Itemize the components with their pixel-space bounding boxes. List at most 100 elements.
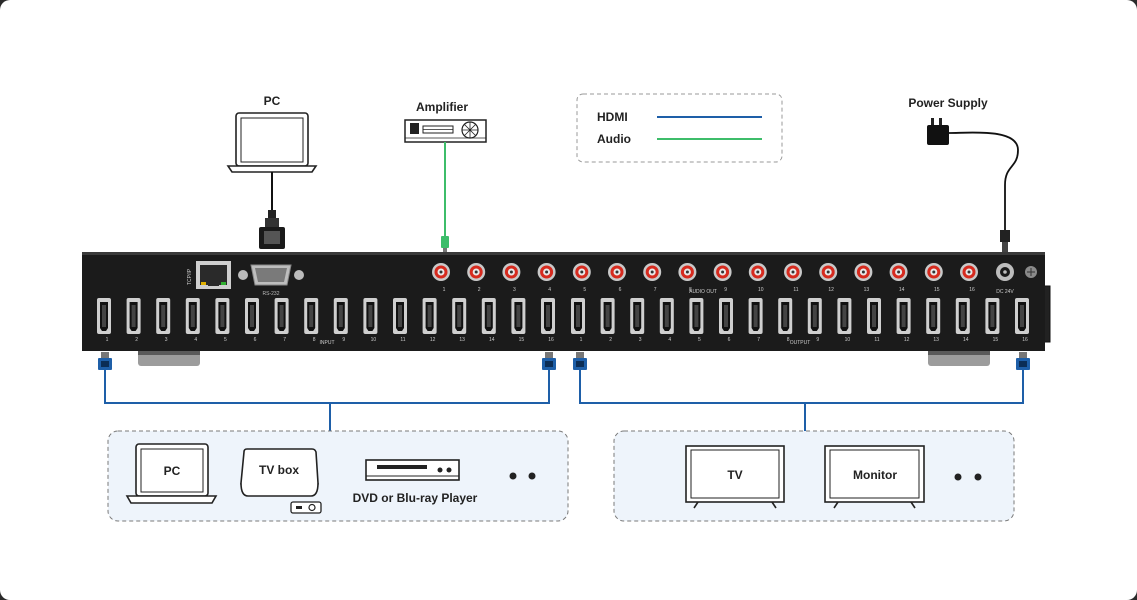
audio-jack-number: 4 [548, 287, 551, 293]
power-supply: Power Supply [908, 96, 1019, 252]
hdmi-input-port-7: 7 [274, 298, 289, 343]
hdmi-input-port-16-number: 16 [548, 337, 554, 343]
dc-power-jack: DC 24V [996, 263, 1037, 295]
hdmi-input-port-3-number: 3 [165, 337, 168, 343]
hdmi-output-port-11-number: 11 [874, 337, 879, 343]
output-label: OUTPUT [790, 340, 811, 346]
rca-jack-icon: 16 [960, 263, 978, 293]
hdmi-input-port-15: 15 [511, 298, 526, 343]
hdmi-output-port-12-number: 12 [904, 337, 910, 343]
hdmi-input-port-12: 12 [422, 298, 437, 343]
hdmi-input-port-13-number: 13 [459, 337, 465, 343]
remote-icon [290, 501, 322, 514]
display-devices-group: TV Monitor [613, 430, 1015, 522]
hdmi-output-port-13-number: 13 [933, 337, 939, 343]
hdmi-input-port-8: 8 [304, 298, 319, 343]
amplifier-label: Amplifier [416, 100, 468, 114]
more-dots-icon [954, 473, 982, 481]
hdmi-output-port-5-number: 5 [698, 337, 701, 343]
hdmi-input-port-13: 13 [452, 298, 467, 343]
hdmi-output-port-6-number: 6 [728, 337, 731, 343]
laptop-icon [226, 112, 318, 173]
hdmi-plug-icon [573, 352, 587, 370]
rca-jack-icon: 1 [432, 263, 450, 293]
hdmi-input-port-12-number: 12 [430, 337, 436, 343]
display-tv-label: TV [727, 468, 742, 482]
rj45-port-icon [196, 261, 231, 289]
legend-audio-label: Audio [597, 132, 631, 146]
hdmi-output-port-1: 1 [571, 298, 585, 343]
hdmi-input-port-5-number: 5 [224, 337, 227, 343]
hdmi-output-port-8: 8 [778, 298, 793, 343]
rca-jack-icon: 7 [643, 263, 662, 293]
hdmi-input-port-14: 14 [481, 298, 496, 343]
hdmi-input-port-2-number: 2 [135, 337, 138, 343]
audio-jack-number: 6 [619, 287, 622, 293]
hdmi-output-port-4: 4 [659, 298, 674, 343]
audio-jack-number: 10 [758, 287, 764, 293]
laptop-icon [125, 443, 218, 504]
hdmi-input-port-4-number: 4 [194, 337, 197, 343]
hdmi-output-port-15: 15 [985, 298, 1000, 343]
hdmi-input-port-2: 2 [126, 298, 141, 343]
hdmi-output-port-9-number: 9 [816, 337, 819, 343]
audio-jack-number: 13 [864, 287, 870, 293]
tcpip-label: TCP/IP [187, 268, 193, 285]
hdmi-output-port-7: 7 [748, 298, 763, 343]
hdmi-input-port-8-number: 8 [313, 337, 316, 343]
hdmi-output-port-14-number: 14 [963, 337, 969, 343]
audio-jack-number: 9 [724, 287, 727, 293]
power-adapter-icon [927, 118, 949, 145]
source-devices-group: PC TV box DVD or Blu-ray Player [107, 430, 569, 522]
rca-jack-icon: 15 [924, 263, 943, 293]
rca-jack-icon: 14 [889, 263, 908, 293]
hdmi-plug-icon [542, 352, 556, 370]
hdmi-output-port-16-number: 16 [1022, 337, 1028, 343]
hdmi-output-port-3: 3 [630, 298, 645, 343]
power-supply-label: Power Supply [908, 96, 988, 110]
hdmi-output-port-2: 2 [600, 298, 615, 343]
hdmi-output-port-8-number: 8 [787, 337, 790, 343]
hdmi-output-port-13: 13 [926, 298, 941, 343]
rca-jack-icon: 9 [713, 263, 732, 293]
more-dots-icon [509, 472, 536, 480]
hdmi-output-port-7-number: 7 [757, 337, 760, 343]
rca-jack-icon: 4 [537, 263, 556, 293]
top-pc-label: PC [264, 94, 281, 108]
amplifier: Amplifier [404, 100, 487, 255]
hdmi-output-port-11: 11 [867, 298, 881, 343]
hdmi-input-port-7-number: 7 [283, 337, 286, 343]
hdmi-output-port-3-number: 3 [639, 337, 642, 343]
hdmi-input-port-6-number: 6 [254, 337, 257, 343]
rca-jack-icon: 6 [608, 263, 626, 293]
rs232-label: RS-232 [263, 291, 280, 297]
hdmi-input-port-11: 11 [393, 298, 407, 343]
hdmi-input-port-9-number: 9 [342, 337, 345, 343]
source-tvbox-label: TV box [259, 463, 299, 477]
hdmi-plug-icon [1016, 352, 1030, 370]
audio-jack-number: 5 [583, 287, 586, 293]
hdmi-output-port-2-number: 2 [609, 337, 612, 343]
panel-body [82, 252, 1045, 351]
rca-jack-icon: 5 [572, 263, 591, 293]
db9-connector-icon [259, 210, 285, 249]
audio-jack-number: 1 [443, 287, 446, 293]
hdmi-output-port-9: 9 [807, 298, 822, 343]
hdmi-output-port-6: 6 [719, 298, 733, 343]
hdmi-output-port-12: 12 [896, 298, 911, 343]
hdmi-output-port-10: 10 [837, 298, 852, 343]
hdmi-output-port-15-number: 15 [993, 337, 999, 343]
rca-jack-icon: 8 [678, 263, 697, 293]
hdmi-input-port-11-number: 11 [400, 337, 405, 343]
audio-jack-number: 2 [478, 287, 481, 293]
hdmi-input-port-9: 9 [333, 298, 348, 343]
hdmi-input-port-10-number: 10 [371, 337, 377, 343]
rca-jack-icon: 3 [502, 263, 521, 293]
hdmi-output-port-16: 16 [1015, 298, 1029, 343]
hdmi-output-port-1-number: 1 [580, 337, 583, 343]
hdmi-output-port-5: 5 [689, 298, 704, 343]
amplifier-icon [404, 119, 487, 143]
